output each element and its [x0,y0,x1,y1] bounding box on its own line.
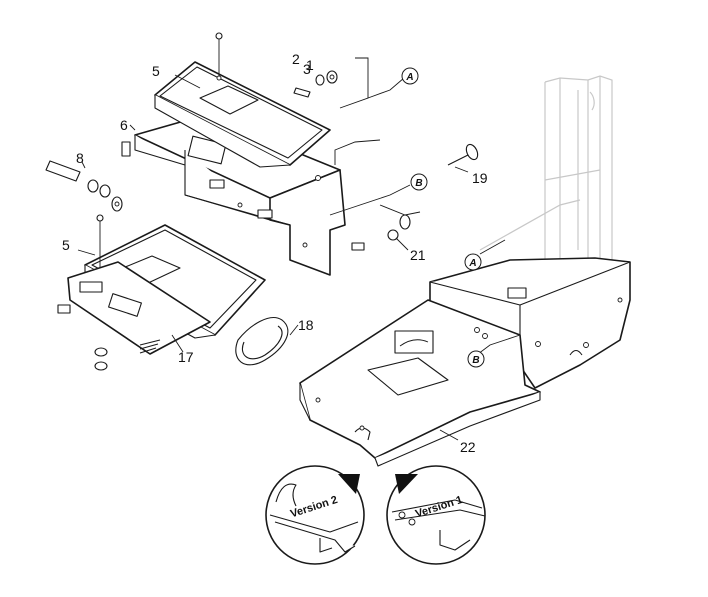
bottom-plate-17 [57,261,211,371]
base-plate-chassis [299,257,631,467]
label-part-3: 3 [303,61,311,77]
bolt-8-assembly [45,160,123,212]
callout-a-right: A [401,67,419,85]
callout-a-right-text: A [405,72,413,83]
version-2-marker [338,474,360,494]
part-labels: 3 2 1 5 6 8 5 17 18 19 21 22 [62,51,488,455]
ghost-frame-column [479,75,613,270]
callout-b-right-text: B [415,178,422,189]
callout-a-chassis: A [464,253,482,271]
callout-b-chassis: B [467,350,485,368]
version-1-marker [395,474,418,494]
strap-18 [235,317,289,366]
label-part-22: 22 [460,439,476,455]
bracket-6 [121,114,346,276]
callout-a-chassis-text: A [468,258,476,269]
leader-lines [77,57,521,441]
label-part-21: 21 [410,247,426,263]
label-part-8: 8 [76,150,84,166]
label-part-5-bottom: 5 [62,237,70,253]
callout-b-right: B [410,173,428,191]
version-1-detail: Version 1 [386,465,486,565]
label-part-2: 2 [292,51,300,67]
label-part-19: 19 [472,170,488,186]
hardware-1-2-3 [293,70,338,98]
label-part-18: 18 [298,317,314,333]
hardware-19-21 [351,143,479,251]
label-part-1: 1 [306,57,314,73]
label-part-5-top: 5 [152,63,160,79]
label-part-17: 17 [178,349,194,365]
callout-b-chassis-text: B [472,355,479,366]
label-part-6: 6 [120,117,128,133]
version-2-detail: Version 2 [265,465,365,565]
